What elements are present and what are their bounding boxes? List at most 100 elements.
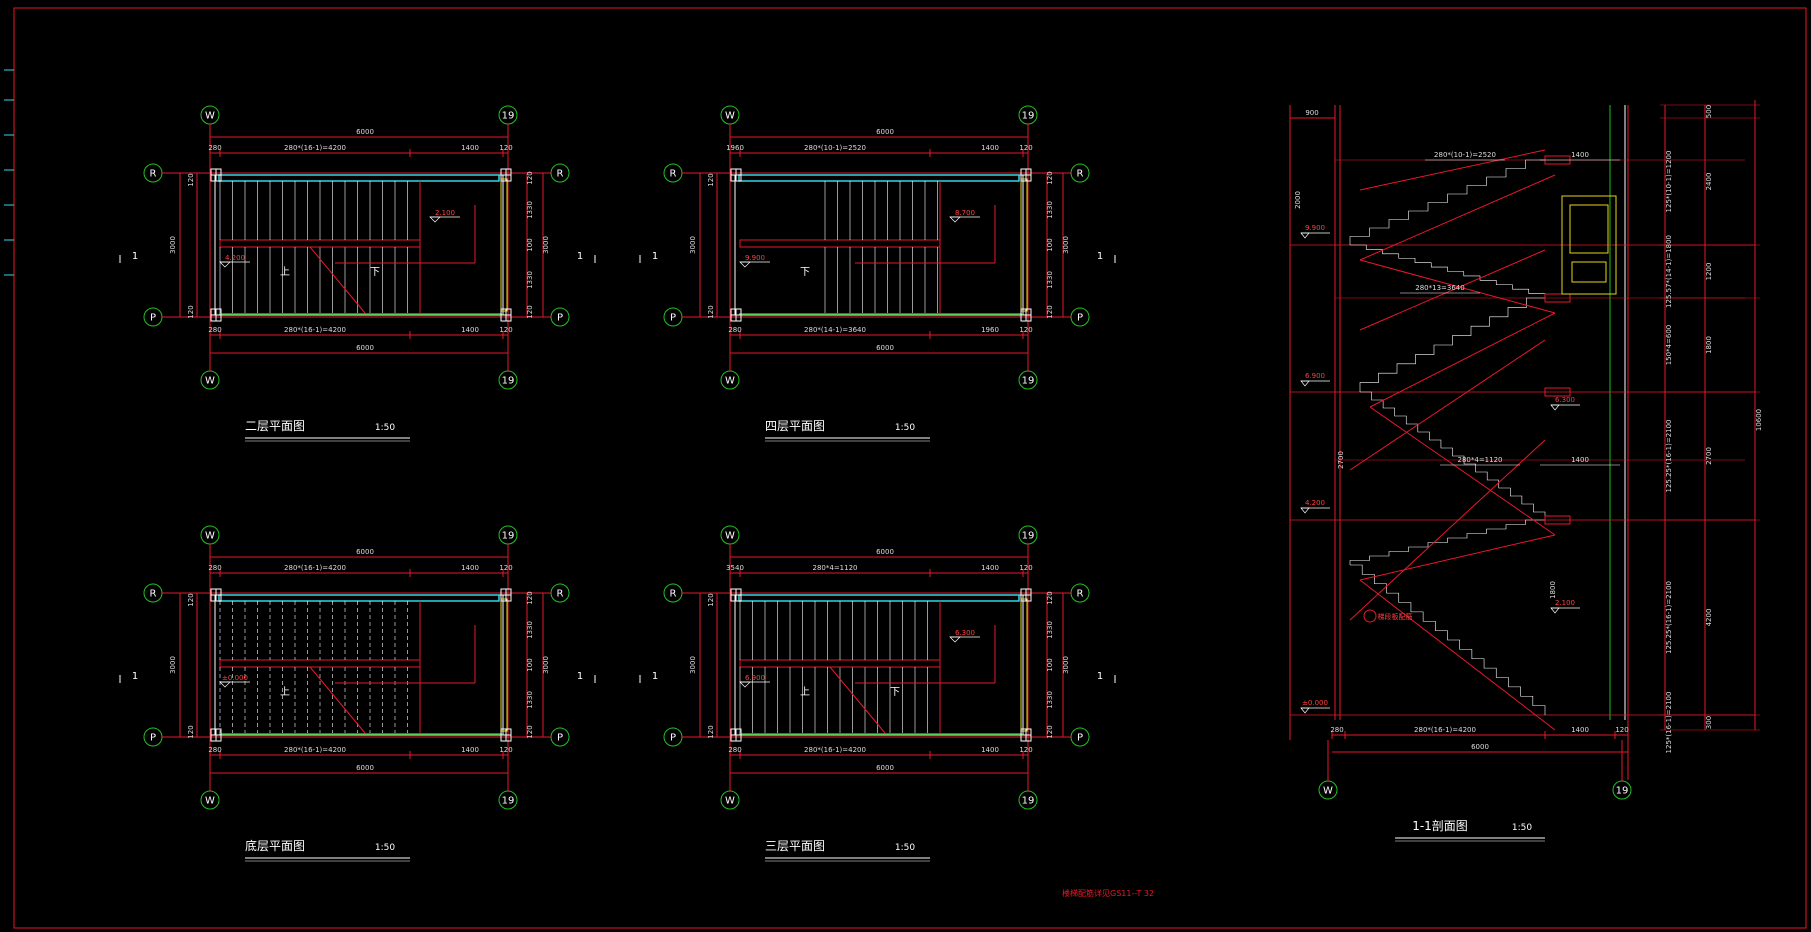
walk-mark-0: 上: [280, 686, 290, 698]
section-level-symbol: [1550, 404, 1560, 411]
dim-right-3: 1330: [1046, 271, 1054, 289]
section-mark-right: 1: [1097, 671, 1103, 682]
plan-scale: 1:50: [375, 423, 395, 433]
section-level-0: 9.900: [1305, 224, 1325, 232]
section-note: 梯段板配筋: [1378, 612, 1413, 621]
handrail-line: [1349, 439, 1546, 621]
plan-title: 四层平面图: [765, 419, 825, 433]
dim-total-top: 6000: [876, 548, 894, 556]
dim-bottom-1: 280*(16-1)=4200: [284, 746, 346, 754]
section-mark-left: 1: [652, 251, 658, 262]
section-level-5: 2.100: [1555, 599, 1575, 607]
section-flight-label-1: 1400: [1571, 151, 1589, 159]
landing-slab: [1544, 387, 1571, 397]
dim-right-2: 100: [526, 238, 534, 251]
plan-title: 二层平面图: [245, 419, 305, 433]
stair-wall: [214, 174, 504, 316]
walk-mark-0: 上: [280, 266, 290, 278]
right-wall-window: [500, 178, 508, 312]
flight-6: [1349, 159, 1545, 245]
section-dim-left-0: 2000: [1294, 191, 1302, 209]
dim-left: 3000: [689, 236, 697, 254]
axis-col-right-bottom-label: 19: [502, 796, 515, 807]
dim-total-bottom: 6000: [356, 764, 374, 772]
dim-total-top: 6000: [876, 128, 894, 136]
level-symbol: [949, 636, 961, 643]
level-1: 6.300: [955, 629, 975, 637]
dim-top-2: 1400: [461, 564, 479, 572]
section-right-label-4: 125.25*(16-1)=2100: [1665, 581, 1673, 654]
dim-right-1: 1330: [526, 201, 534, 219]
axis-row-bottom-right-label: P: [1077, 313, 1083, 324]
dim-right-total: 3000: [1062, 656, 1070, 674]
axis-col-right-top-label: 19: [1022, 531, 1035, 542]
dim-left-small: 120: [187, 725, 195, 738]
axis-col-left-top-label: W: [205, 111, 215, 122]
section-level-symbol: [1550, 607, 1560, 614]
section-right-label-3: 125.25*(16-1)=2100: [1665, 419, 1673, 492]
section-mark-right: 1: [577, 251, 583, 262]
section-bottom-dim-2: 1400: [1571, 726, 1589, 734]
dim-top-3: 120: [499, 564, 512, 572]
axis-col-left-bottom-label: W: [725, 376, 735, 387]
section-right-inner-6: 300: [1705, 716, 1713, 729]
flight-1: [1350, 564, 1546, 715]
dim-bottom-3: 120: [499, 326, 512, 334]
section-right-label-0: 125*(10-1)=1200: [1665, 151, 1673, 213]
axis-col-right-top-label: 19: [502, 531, 515, 542]
dim-total-bottom: 6000: [876, 764, 894, 772]
section-level-symbol: [1300, 232, 1310, 239]
section-level-3: ±0.000: [1302, 699, 1328, 707]
dim-left-small: 120: [707, 725, 715, 738]
section-bottom-dim-0: 280: [1330, 726, 1343, 734]
handrail: [219, 239, 421, 248]
section-bottom-dim-3: 120: [1615, 726, 1628, 734]
section-mark-right: 1: [577, 671, 583, 682]
dim-right-3: 1330: [526, 271, 534, 289]
section-mark-left: 1: [132, 671, 138, 682]
section-level-2: 4.200: [1305, 499, 1325, 507]
dim-top-3: 120: [499, 144, 512, 152]
break-line: [309, 246, 366, 314]
dim-right-3: 1330: [526, 691, 534, 709]
dim-bottom-0: 280: [728, 326, 741, 334]
axis-row-top-left-label: R: [670, 589, 677, 600]
section-right-inner-3: 1800: [1705, 336, 1713, 354]
dim-right-0: 120: [526, 591, 534, 604]
plan-scale: 1:50: [895, 843, 915, 853]
dim-bottom-2: 1960: [981, 326, 999, 334]
axis-row-top-right-label: R: [557, 589, 564, 600]
sheet-border: [13, 7, 1807, 929]
axis-col-left-bottom-label: W: [205, 376, 215, 387]
level-0: 6.900: [745, 674, 765, 682]
dim-top-0: 280: [208, 144, 221, 152]
dim-top-2: 1400: [981, 144, 999, 152]
dim-total-bottom: 6000: [356, 344, 374, 352]
window-top: [738, 594, 1020, 602]
dim-right-4: 120: [1046, 725, 1054, 738]
axis-col-right-bottom-label: 19: [502, 376, 515, 387]
window-top: [218, 594, 500, 602]
break-line: [309, 666, 366, 734]
dim-bottom-3: 120: [1019, 746, 1032, 754]
dim-bottom-0: 280: [208, 746, 221, 754]
section-level-1: 6.900: [1305, 372, 1325, 380]
stair-wall: [214, 594, 504, 736]
axis-row-top-right-label: R: [557, 169, 564, 180]
flight-4: [1359, 297, 1545, 392]
axis-row-bottom-right-label: P: [557, 313, 563, 324]
dim-right-total: 3000: [542, 236, 550, 254]
section-bottom-total: 6000: [1471, 743, 1489, 751]
axis-row-top-right-label: R: [1077, 169, 1084, 180]
axis-col-left-bottom-label: W: [205, 796, 215, 807]
axis-row-bottom-left-label: P: [670, 733, 676, 744]
axis-col-left-top-label: W: [725, 111, 735, 122]
dim-top-1: 280*4=1120: [813, 564, 858, 572]
section-axis-left-label: W: [1323, 786, 1333, 797]
section-right-label-1: 125.57*(14-1)=1800: [1665, 235, 1673, 308]
level-symbol: [949, 216, 961, 223]
section-right-label-2: 150*4=600: [1665, 325, 1673, 366]
dim-left: 3000: [169, 236, 177, 254]
